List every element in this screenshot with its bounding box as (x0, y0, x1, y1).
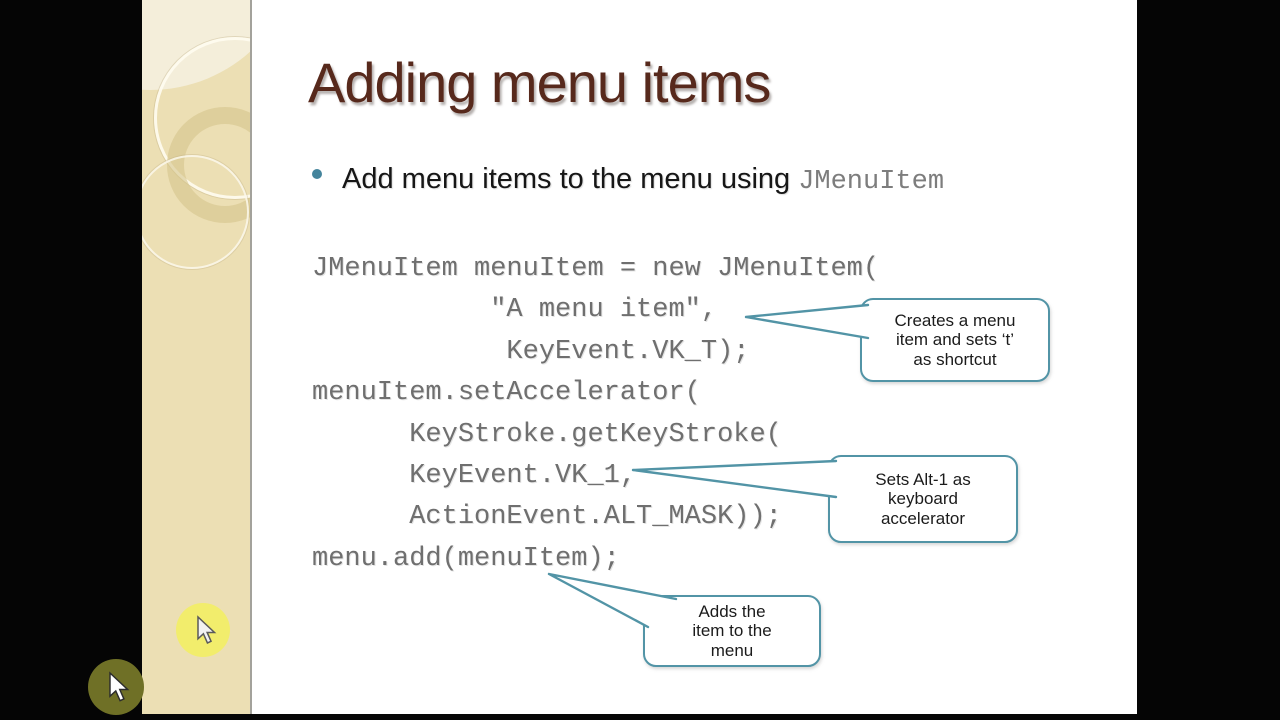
code-line: "A menu item", (312, 295, 718, 326)
slide: Adding menu items Add menu items to the … (142, 0, 1137, 714)
bullet-inline-code: JMenuItem (798, 167, 945, 197)
code-line: KeyEvent.VK_T); (312, 336, 750, 367)
slide-side-strip (142, 0, 252, 714)
code-line: KeyStroke.getKeyStroke( (312, 419, 782, 450)
callout-text: Sets Alt-1 as keyboard accelerator (875, 469, 971, 528)
bullet-item: Add menu items to the menu using JMenuIt… (312, 163, 944, 197)
callout-creates-menu-item: Creates a menu item and sets ‘t’ as shor… (860, 298, 1050, 382)
decorative-circle (142, 155, 249, 269)
letterbox-left (0, 0, 142, 720)
code-block: JMenuItem menuItem = new JMenuItem( "A m… (312, 249, 879, 580)
callout-text: Adds the item to the menu (692, 601, 772, 660)
callout-adds-item: Adds the item to the menu (643, 595, 821, 667)
slide-title: Adding menu items (308, 51, 771, 114)
cursor-highlight-icon (88, 659, 144, 715)
code-line: menuItem.setAccelerator( (312, 378, 701, 409)
callout-text: Creates a menu item and sets ‘t’ as shor… (894, 310, 1016, 369)
code-line: menu.add(menuItem); (312, 543, 620, 574)
letterbox-right (1137, 0, 1280, 720)
code-line: JMenuItem menuItem = new JMenuItem( (312, 254, 880, 284)
cursor-highlight-icon (176, 603, 230, 657)
bullet-dot-icon (312, 169, 322, 179)
code-line: KeyEvent.VK_1, (312, 461, 637, 492)
bullet-text: Add menu items to the menu using (342, 163, 799, 195)
code-line: ActionEvent.ALT_MASK)); (312, 502, 782, 533)
callout-keyboard-accelerator: Sets Alt-1 as keyboard accelerator (828, 455, 1018, 543)
